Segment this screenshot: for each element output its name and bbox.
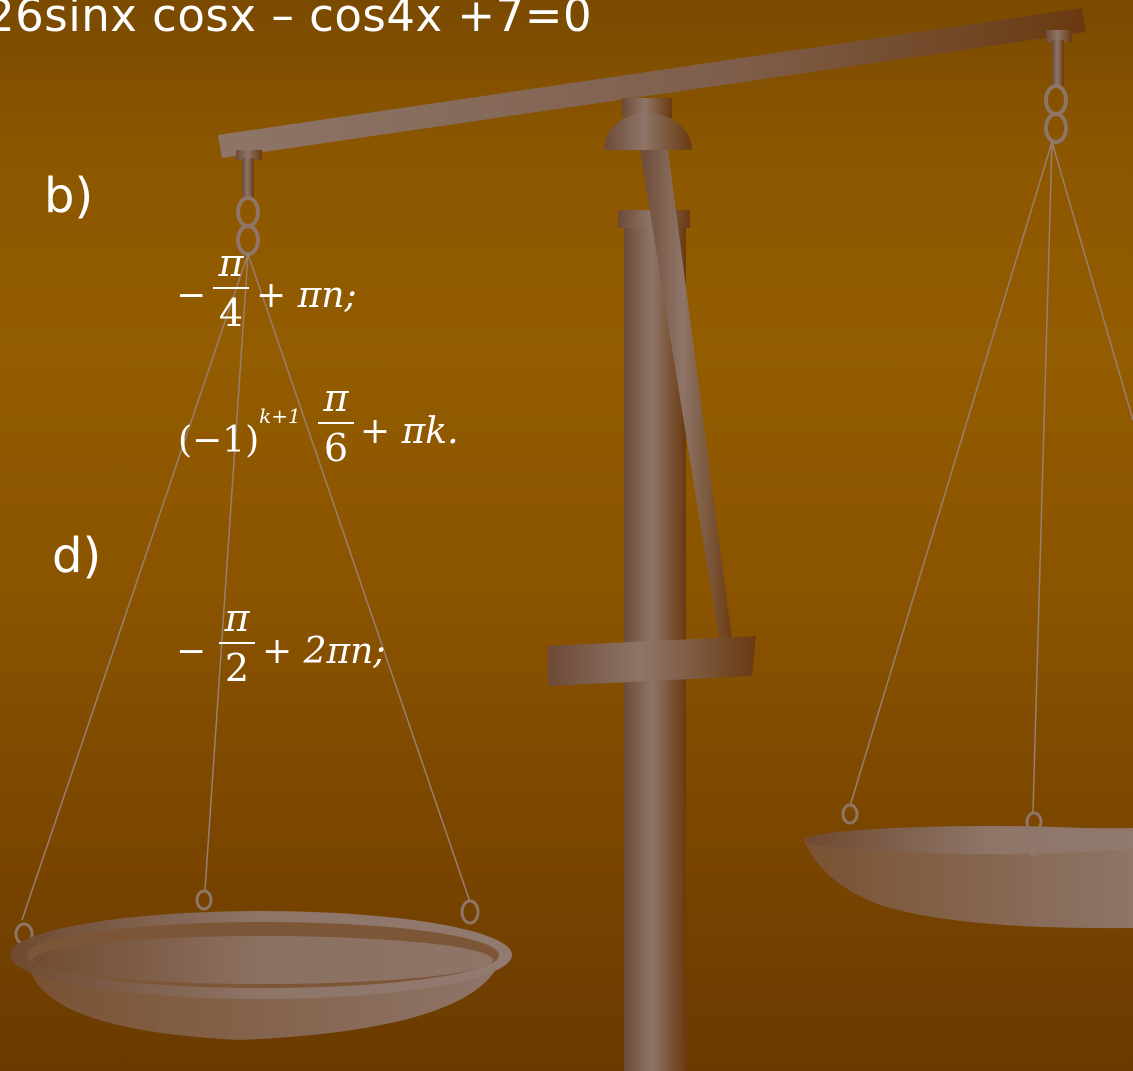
left-pan-floor [33,936,493,984]
pivot-dome [604,112,692,150]
fraction: π 6 [318,378,354,470]
scale-beam [218,8,1086,158]
equation-title: 26sinx cosx – cos4x +7=0 [0,0,593,42]
minus-sign: − [176,275,207,316]
fraction: π 4 [213,243,249,335]
answer-base: (−1)k+1 [178,404,301,461]
right-pan-strings [849,141,1133,813]
fraction-bar [213,287,249,289]
label-d: d) [52,528,102,584]
fraction-numerator: π [224,596,250,640]
fraction: π 2 [219,598,255,690]
right-hanger-link [1044,112,1068,144]
fraction-denominator: 4 [218,291,244,335]
answer-tail: + 2πn; [262,631,386,672]
right-hanger-stem [1052,40,1064,86]
left-pan-strings [21,253,471,921]
fraction-denominator: 2 [224,646,250,690]
answer-exponent: k+1 [259,404,301,428]
left-hanger-stem [242,158,254,198]
right-hanger [1046,30,1072,42]
label-b: b) [44,168,94,224]
answer-tail: + πn; [256,275,357,316]
fraction-bar [318,422,354,424]
fraction-numerator: π [323,376,349,420]
fraction-numerator: π [218,241,244,285]
right-hanger-link [1044,84,1068,116]
left-hanger-link [236,196,260,228]
fraction-denominator: 6 [323,426,349,470]
left-hanger [236,150,262,160]
right-pan-rim [805,826,1133,854]
scale-crossbar [548,636,756,686]
scale-pointer [640,150,734,658]
fraction-bar [219,642,255,644]
answer-tail: + πk. [360,411,459,452]
minus-sign: − [176,631,207,672]
answer-base-text: (−1) [178,420,260,461]
pivot-block [622,98,672,118]
